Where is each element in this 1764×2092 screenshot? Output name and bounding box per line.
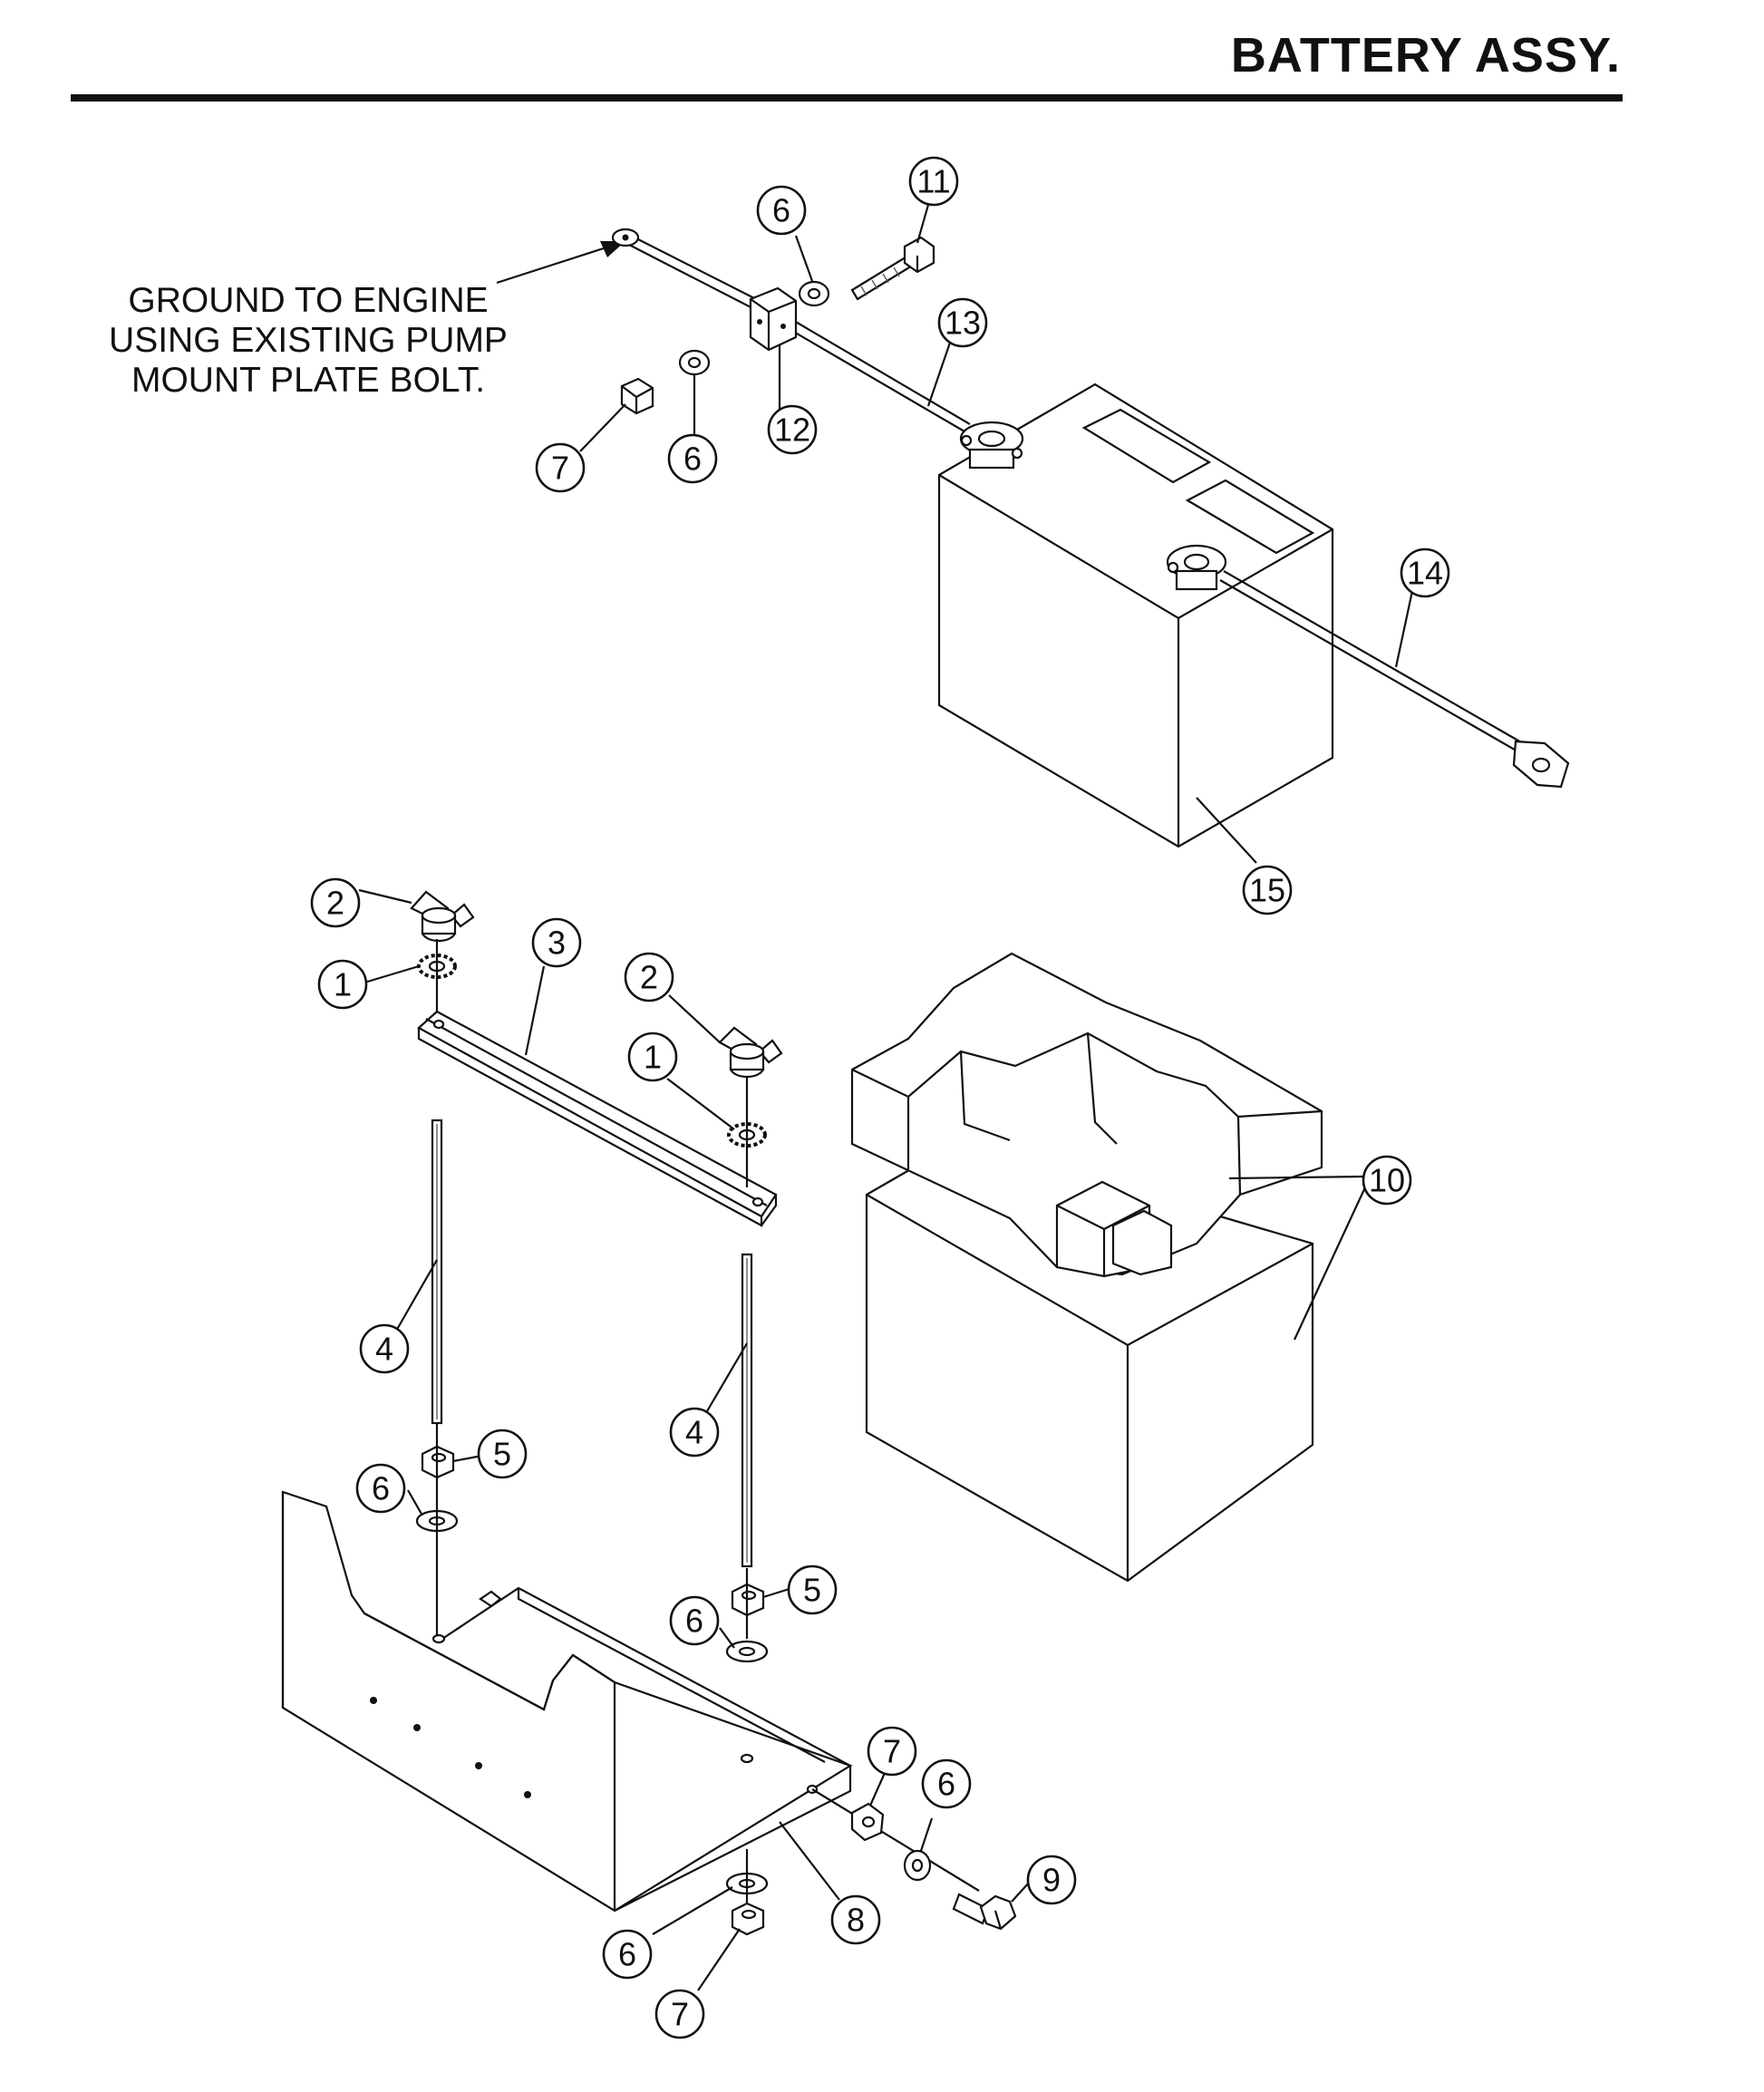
callout-6-bottom: 6 [602, 1929, 653, 1980]
note-line-2: USING EXISTING PUMP [109, 321, 508, 360]
callout-2-right: 2 [624, 952, 674, 1002]
callout-6-left-label: 6 [372, 1470, 390, 1507]
callout-1-right: 1 [627, 1031, 678, 1082]
callout-1-left-label: 1 [334, 966, 352, 1003]
callout-6-mid-label: 6 [683, 441, 702, 478]
callout-3: 3 [531, 917, 582, 968]
battery-tray-8 [281, 1490, 853, 1913]
callout-11-label: 11 [916, 163, 950, 200]
callout-15: 15 [1242, 865, 1293, 915]
page-title: BATTERY ASSY. [1230, 28, 1621, 82]
callout-7-side-label: 7 [883, 1733, 901, 1770]
callout-4-right-label: 4 [685, 1414, 703, 1451]
callout-15-label: 15 [1249, 872, 1285, 909]
callout-2-left-label: 2 [326, 885, 344, 922]
callout-6-side-label: 6 [937, 1766, 955, 1803]
callout-3-label: 3 [548, 925, 566, 962]
terminal-clamp-negative [959, 421, 1024, 470]
hold-down-bar-3 [417, 1010, 778, 1227]
title-rule [71, 94, 1623, 102]
bolt-11 [850, 236, 935, 301]
cable-clamp-block [749, 286, 798, 352]
callout-1-left: 1 [317, 959, 368, 1010]
ground-note: GROUND TO ENGINE USING EXISTING PUMP MOU… [91, 281, 526, 401]
callout-10: 10 [1362, 1155, 1412, 1206]
callout-6-mid: 6 [667, 433, 718, 484]
callout-6-right: 6 [669, 1595, 720, 1646]
callout-14-label: 14 [1407, 555, 1443, 592]
callout-1-right-label: 1 [644, 1039, 662, 1076]
callout-6-top: 6 [756, 185, 807, 236]
note-line-3: MOUNT PLATE BOLT. [131, 361, 486, 400]
callout-5-left: 5 [477, 1429, 528, 1479]
callout-14: 14 [1400, 547, 1450, 598]
leader-lines [358, 204, 1414, 1991]
callout-2-left: 2 [310, 877, 361, 928]
note-line-1: GROUND TO ENGINE [128, 281, 489, 320]
callout-7-bottom: 7 [654, 1989, 705, 2039]
callout-5-left-label: 5 [493, 1436, 511, 1473]
washer-6-lower [678, 349, 711, 376]
callout-2-right-label: 2 [640, 959, 658, 996]
wing-nut-2-right [718, 1026, 783, 1079]
callout-9-label: 9 [1042, 1862, 1061, 1899]
callout-12: 12 [767, 404, 818, 455]
nut-7-side [850, 1802, 885, 1842]
callout-8-label: 8 [847, 1902, 865, 1939]
callout-6-side: 6 [921, 1758, 972, 1809]
callout-8: 8 [830, 1894, 881, 1945]
callout-7-side: 7 [867, 1726, 917, 1777]
positive-cable-14 [1219, 570, 1570, 789]
bolt-9 [952, 1893, 1017, 1931]
note-arrow [496, 241, 625, 285]
axis-side [811, 1788, 980, 1892]
rod-4-left [431, 1119, 443, 1425]
callout-6-right-label: 6 [685, 1603, 703, 1640]
callout-6-bottom-label: 6 [618, 1936, 636, 1973]
callout-4-left-label: 4 [375, 1331, 393, 1368]
washer-6-side [903, 1849, 932, 1882]
callout-7-top-label: 7 [551, 450, 569, 487]
callout-12-label: 12 [774, 412, 810, 449]
terminal-clamp-positive [1166, 544, 1227, 591]
callout-6-left: 6 [355, 1463, 406, 1514]
nut-7-top [620, 377, 654, 415]
callout-9: 9 [1026, 1855, 1077, 1905]
battery-cover-10 [850, 952, 1323, 1278]
callout-13-label: 13 [945, 305, 981, 342]
callout-10-label: 10 [1369, 1162, 1405, 1199]
callout-4-right: 4 [669, 1407, 720, 1458]
callout-5-right-label: 5 [803, 1572, 821, 1609]
washer-6-right-rod [725, 1640, 769, 1663]
rod-4-right [741, 1253, 753, 1568]
callout-7-top: 7 [535, 442, 586, 493]
callout-6-top-label: 6 [772, 192, 790, 229]
washer-top-6 [798, 280, 830, 307]
wing-nut-2-left [410, 890, 475, 943]
callout-13: 13 [937, 297, 988, 348]
callout-4-left: 4 [359, 1323, 410, 1374]
battery-15 [937, 383, 1334, 848]
callout-7-bottom-label: 7 [671, 1996, 689, 2033]
callout-5-right: 5 [787, 1564, 838, 1615]
callout-11: 11 [908, 156, 959, 207]
nut-7-bottom [731, 1902, 765, 1936]
